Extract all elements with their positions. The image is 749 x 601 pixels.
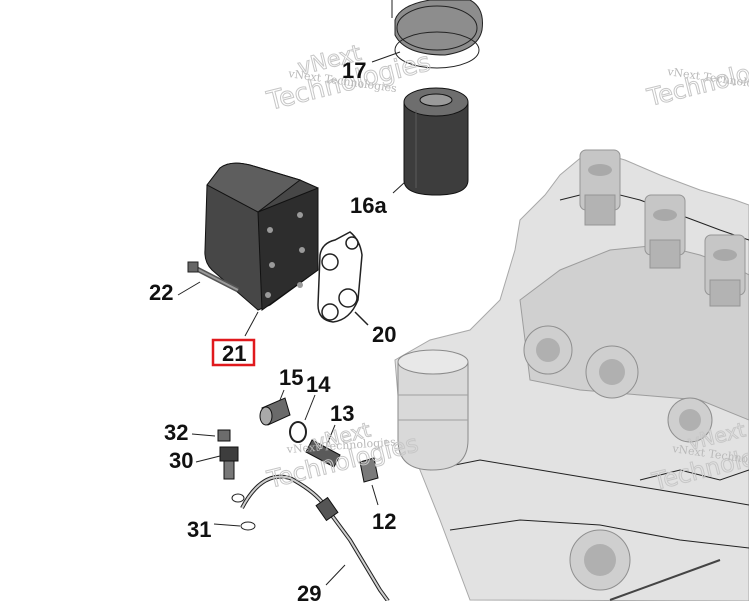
callout-14[interactable]: 14 [306,372,331,397]
callout-12[interactable]: 12 [372,509,396,534]
callout-15[interactable]: 15 [279,365,303,390]
part-31-sealing-rings [213,493,256,531]
part-17-cover [371,0,483,69]
part-16a-oil-filter [392,87,469,196]
part-15-fitting [259,389,291,426]
engine-block [394,149,749,601]
callout-22[interactable]: 22 [149,280,173,305]
callout-labels: 17 16a 22 21 20 15 14 13 32 30 31 12 29 [149,58,396,601]
callout-30[interactable]: 30 [169,448,193,473]
part-21-oil-cooler [204,162,319,337]
callout-20[interactable]: 20 [372,322,396,347]
part-32-washer [191,429,231,442]
part-13-fitting [305,424,341,468]
part-12-pipe-end [359,457,379,506]
callout-31[interactable]: 31 [187,517,211,542]
engine-filter-housing [397,349,469,471]
callout-21-highlight-box [211,338,256,367]
callout-16a[interactable]: 16a [350,193,387,218]
part-20-gasket [317,231,369,326]
part-22-bolt [177,261,240,296]
callout-17[interactable]: 17 [342,58,366,83]
callout-13[interactable]: 13 [330,401,354,426]
part-29-oil-line [240,474,390,601]
part-30-banjo-bolt [195,446,239,480]
callout-29[interactable]: 29 [297,581,321,601]
callout-32[interactable]: 32 [164,420,188,445]
callout-21[interactable]: 21 [222,341,246,366]
part-14-o-ring [289,394,316,443]
